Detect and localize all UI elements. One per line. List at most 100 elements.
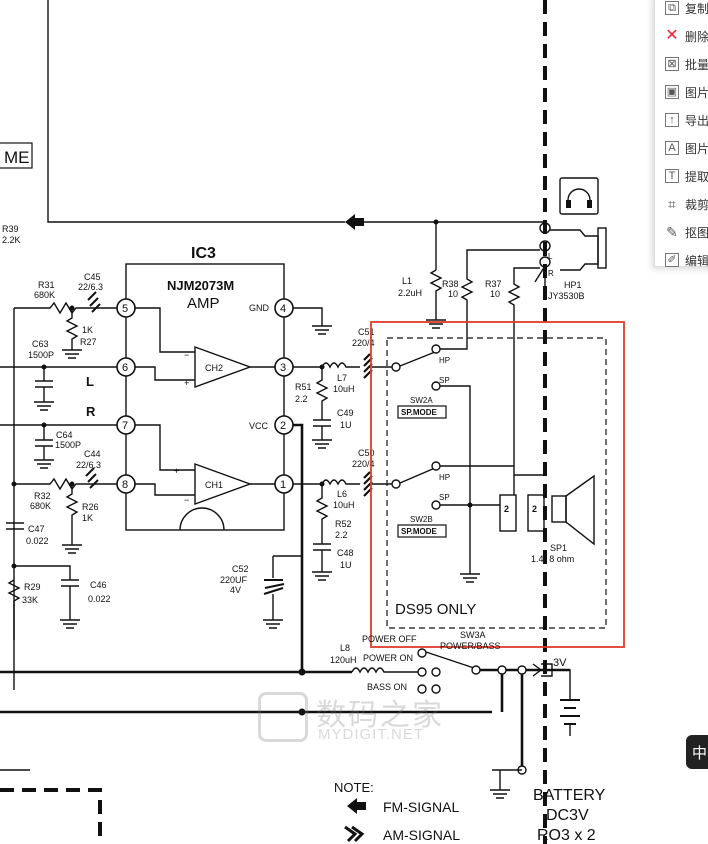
ground-symbol: [62, 349, 82, 359]
menu-item-copy[interactable]: ⧉ 复制: [655, 0, 708, 22]
c44-capacitor: [85, 467, 99, 489]
r38-value: 10: [448, 289, 458, 299]
r29-label: R29: [24, 582, 41, 592]
r29-resistor: [7, 579, 21, 640]
r31-resistor: [14, 301, 117, 315]
r26-value: 1K: [82, 513, 93, 523]
menu-item-label: 复制: [685, 1, 708, 16]
speaker-magnet: [551, 495, 567, 523]
sp1-value: 1.4" 8 ohm: [531, 554, 574, 564]
c50-value: 220/4: [352, 459, 375, 469]
c50-capacitor: [363, 471, 373, 497]
l1-label: L1: [402, 276, 412, 286]
l6-label: L6: [337, 489, 347, 499]
menu-item-delete[interactable]: ✕ 删除: [655, 22, 708, 50]
wire-top-bus: [47, 0, 345, 223]
frame-dashed: [0, 788, 102, 844]
r32-resistor: [14, 477, 117, 491]
c63-capacitor: [35, 367, 53, 402]
ground-symbol: [426, 319, 446, 329]
export-icon: ↑: [665, 113, 679, 127]
jack-r-label: R: [548, 269, 554, 278]
menu-item-save-image[interactable]: ▣ 图片: [655, 78, 708, 106]
c45-capacitor: [87, 291, 101, 313]
pin8-label: 8: [122, 479, 128, 491]
ground-symbol: [263, 594, 283, 629]
l8-label: L8: [340, 643, 350, 653]
sw2b-hp-label: HP: [439, 473, 450, 482]
sw2a-mode-box: [397, 405, 447, 419]
chip-name: NJM2073M: [167, 278, 234, 293]
r37-label: R37: [485, 279, 502, 289]
c49-label: C49: [337, 408, 354, 418]
save-image-icon: ▣: [665, 85, 679, 99]
edit-icon: ✐: [665, 253, 679, 267]
l1-value: 2.2uH: [398, 288, 422, 298]
c52-label: C52: [232, 564, 249, 574]
sw3a-contact: [425, 651, 475, 669]
svg-text:−: −: [184, 495, 189, 505]
ground-symbol: [62, 544, 82, 554]
r31-label: R31: [38, 280, 55, 290]
l6-value: 10uH: [333, 500, 355, 510]
menu-item-cutout[interactable]: ✎ 抠图: [655, 218, 708, 246]
ch1-amplifier: [194, 463, 253, 505]
r38-label: R38: [442, 279, 459, 289]
sw2b-label: SW2B: [410, 515, 433, 524]
am-legend-arrow: [344, 825, 365, 843]
ground-symbol: [312, 439, 332, 449]
jack-body: [545, 229, 599, 271]
c63-value: 1500P: [28, 350, 54, 360]
pin4-label: 4: [280, 303, 286, 315]
speaker-terminal-a: [499, 494, 517, 532]
svg-text:+: +: [184, 378, 189, 388]
r29-value: 33K: [22, 595, 38, 605]
menu-item-label: 图片: [685, 85, 708, 100]
c46-capacitor: [14, 565, 79, 620]
sw2a-contact: [399, 351, 436, 367]
c44-label: C44: [84, 449, 101, 459]
c48-value: 1U: [340, 560, 352, 570]
c47-capacitor: [6, 522, 24, 530]
c64-capacitor: [35, 425, 53, 460]
r38-resistor: [460, 249, 540, 345]
r39-value: 2.2K: [2, 235, 21, 245]
fm-legend-arrow: [347, 798, 366, 814]
c63-label: C63: [32, 339, 49, 349]
highlight-box: [370, 321, 625, 648]
l8-value: 120uH: [330, 655, 357, 665]
svg-text:+: +: [174, 466, 179, 476]
r32-label: R32: [34, 491, 51, 501]
menu-item-image-text[interactable]: A 图片: [655, 134, 708, 162]
l7-inductor: [321, 362, 360, 369]
c47-value: 0.022: [26, 536, 49, 546]
menu-item-batch[interactable]: ⊠ 批量: [655, 50, 708, 78]
extract-icon: T: [665, 169, 679, 183]
ground-symbol: [460, 505, 480, 583]
l8-inductor: [351, 667, 420, 674]
menu-item-label: 提取: [685, 169, 708, 184]
gnd-pin-label: GND: [249, 303, 270, 313]
hp1-label: HP1: [564, 280, 582, 290]
menu-item-edit[interactable]: ✐ 编辑: [655, 246, 708, 274]
c47-label: C47: [28, 524, 45, 534]
l6-inductor: [321, 479, 360, 486]
menu-item-label: 图片: [685, 141, 708, 156]
speaker-terminal-b: [527, 494, 545, 532]
menu-item-extract[interactable]: T 提取: [655, 162, 708, 190]
c49-value: 1U: [340, 420, 352, 430]
l1-inductor: [429, 269, 443, 320]
speaker-term-a: 2: [504, 504, 509, 514]
sw2b-contact: [399, 467, 436, 484]
menu-item-label: 导出: [685, 113, 708, 128]
r39-label: R39: [2, 224, 19, 234]
ground-symbol: [60, 619, 80, 629]
fm-legend-label: FM-SIGNAL: [383, 799, 459, 815]
ground-symbol: [34, 459, 54, 469]
r37-value: 10: [490, 289, 500, 299]
language-toggle-button[interactable]: 中: [686, 735, 708, 769]
batch-icon: ⊠: [665, 57, 679, 71]
menu-item-export[interactable]: ↑ 导出: [655, 106, 708, 134]
menu-item-crop[interactable]: ⌗ 裁剪: [655, 190, 708, 218]
image-text-icon: A: [665, 141, 679, 155]
